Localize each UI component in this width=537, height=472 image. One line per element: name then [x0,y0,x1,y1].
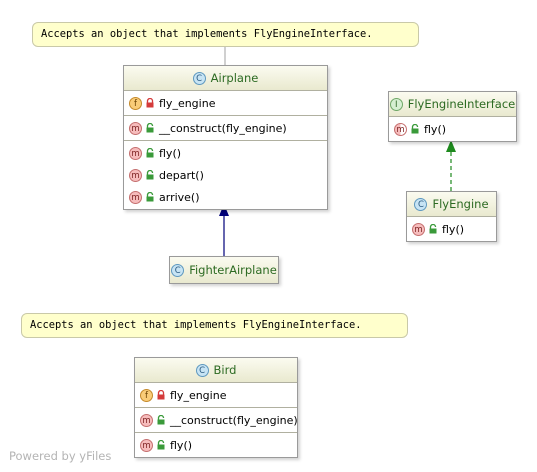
class-header: C Bird [135,358,297,383]
method-name: fly() [442,222,465,236]
method-name: __construct(fly_engine) [159,121,287,135]
method-row[interactable]: m fly() [389,118,516,140]
interface-header: I FlyEngineInterface [389,92,516,117]
field-name: fly_engine [170,388,227,402]
interface-fly-engine-interface[interactable]: I FlyEngineInterface m fly() [388,91,517,142]
class-icon: C [171,263,185,277]
public-lock-icon [146,123,154,133]
method-icon: m [129,168,142,182]
inheritance-arrowhead [219,204,229,216]
private-lock-icon [146,98,154,108]
private-lock-icon [157,390,165,400]
class-icon: C [414,197,428,211]
method-name: arrive() [159,190,200,204]
methods-section: m fly() [389,117,516,141]
note-top: Accepts an object that implements FlyEng… [32,22,419,47]
class-title: FlyEngine [432,197,489,211]
public-lock-icon [146,148,154,158]
method-row[interactable]: m fly() [124,142,327,164]
constructor-section: m __construct(fly_engine) [124,116,327,141]
note-bottom: Accepts an object that implements FlyEng… [21,313,408,338]
method-icon: m [129,146,142,160]
field-icon: f [129,96,142,110]
method-row[interactable]: m __construct(fly_engine) [124,117,327,139]
methods-section: m fly() [135,433,297,457]
fields-section: f fly_engine [135,383,297,408]
field-row[interactable]: f fly_engine [124,92,327,114]
method-icon: m [140,413,153,427]
method-row[interactable]: m fly() [407,218,496,240]
field-name: fly_engine [159,96,216,110]
public-lock-icon [429,224,437,234]
watermark: Powered by yFiles [9,449,112,463]
class-bird[interactable]: C Bird f fly_engine m __construct(fly_en… [134,357,298,458]
class-header: C FighterAirplane [170,257,278,283]
method-icon: m [140,438,153,452]
method-icon: m [412,222,425,236]
class-header: C Airplane [124,66,327,91]
method-name: fly() [159,146,182,160]
class-icon: C [192,71,206,85]
method-name: fly() [170,438,193,452]
class-title: Bird [213,363,237,377]
method-row[interactable]: m __construct(fly_engine) [135,409,298,431]
note-top-text: Accepts an object that implements FlyEng… [41,28,373,40]
method-name: __construct(fly_engine) [170,413,298,427]
fields-section: f fly_engine [124,91,327,116]
method-row[interactable]: m fly() [135,434,297,456]
method-icon: m [129,190,142,204]
method-name: fly() [424,122,447,136]
field-row[interactable]: f fly_engine [135,384,297,406]
class-icon: C [195,363,209,377]
public-lock-icon [157,440,165,450]
field-icon: f [140,388,153,402]
public-lock-icon [157,415,165,425]
note-bottom-text: Accepts an object that implements FlyEng… [30,319,362,331]
interface-title: FlyEngineInterface [407,97,516,111]
public-lock-icon [146,192,154,202]
constructor-section: m __construct(fly_engine) [135,408,298,433]
abstract-method-icon: m [394,122,407,136]
class-fly-engine[interactable]: C FlyEngine m fly() [406,191,497,242]
class-title: FighterAirplane [189,263,277,277]
public-lock-icon [411,124,419,134]
method-name: depart() [159,168,204,182]
interface-icon: I [389,97,403,111]
class-header: C FlyEngine [407,192,496,217]
method-row[interactable]: m arrive() [124,186,327,208]
method-row[interactable]: m depart() [124,164,327,186]
class-airplane[interactable]: C Airplane f fly_engine m __construct(fl… [123,65,328,210]
class-title: Airplane [210,71,259,85]
method-icon: m [129,121,142,135]
public-lock-icon [146,170,154,180]
class-fighter-airplane[interactable]: C FighterAirplane [169,256,279,284]
methods-section: m fly() [407,217,496,241]
methods-section: m fly() m depart() m arrive() [124,141,327,209]
realization-arrowhead [446,140,456,152]
